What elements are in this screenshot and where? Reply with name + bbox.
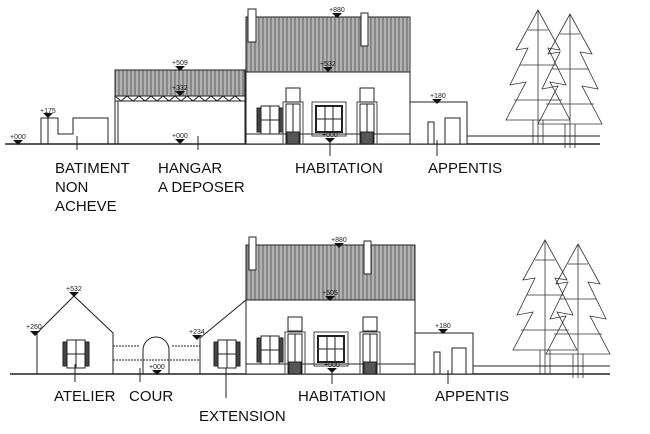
- label-appentis-bottom: APPENTIS: [435, 388, 510, 405]
- top-level-texts: +000 +175 +509 +332 +000 +880 +532 +000 …: [10, 7, 446, 141]
- label-line: HANGAR: [158, 160, 223, 177]
- level-label: +000: [324, 362, 340, 369]
- top-elevation: [5, 8, 603, 149]
- label-line: BATIMENT: [55, 160, 130, 177]
- bottom-elevation: [10, 236, 611, 379]
- level-label: +000: [149, 364, 165, 371]
- level-label: +880: [329, 7, 345, 14]
- level-label: +175: [40, 108, 56, 115]
- level-label: +180: [435, 323, 451, 330]
- level-label: +234: [189, 329, 205, 336]
- label-habitation-top: HABITATION: [295, 160, 383, 177]
- top-leader-lines: [76, 136, 438, 156]
- bottom-leader-lines: [74, 364, 449, 398]
- label-cour: COUR: [129, 388, 174, 405]
- bottom-level-texts: +260 +532 +000 +234 +880 +505 +000 +180: [26, 237, 451, 371]
- level-label: +880: [331, 237, 347, 244]
- level-label: +332: [172, 85, 188, 92]
- label-atelier: ATELIER: [54, 388, 116, 405]
- label-line: NON: [55, 179, 89, 196]
- label-extension: EXTENSION: [199, 408, 286, 425]
- label-habitation-bottom: HABITATION: [298, 388, 386, 405]
- label-line: A DEPOSER: [158, 179, 245, 196]
- level-label: +000: [172, 133, 188, 140]
- level-label: +000: [10, 134, 26, 141]
- level-label: +000: [322, 132, 338, 139]
- label-appentis-top: APPENTIS: [428, 160, 503, 177]
- label-batiment: BATIMENT NON ACHEVE: [55, 159, 130, 216]
- level-label: +532: [66, 286, 82, 293]
- label-line: ACHEVE: [55, 198, 117, 215]
- label-hangar: HANGAR A DEPOSER: [158, 159, 245, 197]
- level-label: +532: [320, 61, 336, 68]
- level-label: +260: [26, 324, 42, 331]
- level-label: +180: [430, 93, 446, 100]
- level-label: +505: [322, 290, 338, 297]
- level-label: +509: [172, 60, 188, 67]
